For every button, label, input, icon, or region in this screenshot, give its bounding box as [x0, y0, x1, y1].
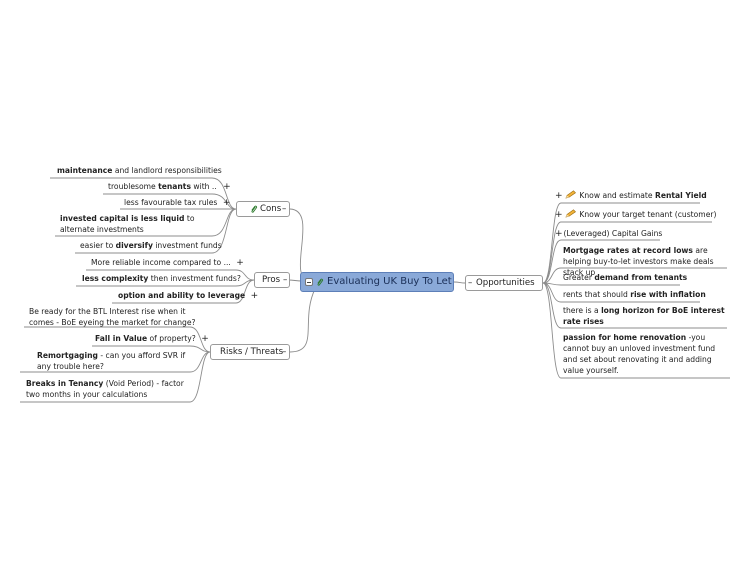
opp-item-rents-inflation[interactable]: rents that should rise with inflation — [563, 290, 706, 299]
risks-item-remortgaging[interactable]: Remortgaging - can you afford SVR if any… — [37, 351, 186, 371]
cons-item-tax[interactable]: less favourable tax rules + — [124, 198, 231, 208]
expand-icon[interactable]: + — [201, 334, 209, 344]
topic-pros[interactable]: Pros – — [254, 272, 290, 288]
cons-item-maintenance[interactable]: maintenance and landlord responsibilitie… — [57, 166, 222, 175]
topic-cons-label: Cons — [260, 204, 282, 214]
expand-icon[interactable]: + — [555, 191, 563, 201]
pros-item-leverage[interactable]: option and ability to leverage + — [118, 291, 259, 301]
collapse-icon[interactable] — [305, 278, 313, 286]
expand-icon[interactable]: + — [555, 229, 563, 239]
opp-item-mortgage-rates[interactable]: Mortgage rates at record lows are helpin… — [563, 246, 714, 277]
topic-cons[interactable]: Cons – — [236, 201, 290, 217]
expand-icon[interactable]: + — [555, 210, 563, 220]
risks-item-interest-rise[interactable]: Be ready for the BTL Interest rise when … — [29, 307, 196, 327]
expand-icon[interactable]: + — [250, 291, 259, 301]
risks-item-void-period[interactable]: Breaks in Tenancy (Void Period) - factor… — [26, 379, 184, 399]
risks-item-fall-in-value[interactable]: Fall in Value of property? + — [95, 334, 209, 344]
topic-opportunities-label: Opportunities — [476, 278, 535, 288]
collapse-icon[interactable]: – — [282, 347, 287, 357]
opp-item-target-tenant[interactable]: + Know your target tenant (customer) — [555, 209, 717, 220]
topic-risks-label: Risks / Threats — [220, 347, 284, 357]
pencil-icon — [565, 209, 576, 218]
opp-item-tenant-demand[interactable]: Greater demand from tenants — [563, 273, 688, 282]
pros-item-reliable-income[interactable]: More reliable income compared to ... + — [91, 258, 244, 268]
topic-risks-threats[interactable]: Risks / Threats – — [210, 344, 290, 360]
central-topic-title: Evaluating UK Buy To Let — [327, 276, 452, 287]
paperclip-icon — [251, 205, 258, 213]
collapse-icon[interactable]: – — [468, 278, 473, 288]
topic-opportunities[interactable]: – Opportunities — [465, 275, 543, 291]
topic-pros-label: Pros — [262, 275, 281, 285]
opp-item-capital-gains[interactable]: +(Leveraged) Capital Gains — [555, 229, 663, 239]
opp-item-renovation[interactable]: passion for home renovation -you cannot … — [563, 333, 716, 375]
expand-icon[interactable]: + — [236, 258, 244, 268]
opp-item-rental-yield[interactable]: + Know and estimate Rental Yield — [555, 190, 707, 201]
expand-icon[interactable]: + — [222, 198, 231, 208]
cons-item-tenants[interactable]: troublesome tenants with .. + — [108, 182, 231, 192]
expand-icon[interactable]: + — [223, 182, 231, 192]
collapse-icon[interactable]: – — [282, 204, 287, 214]
cons-item-diversify[interactable]: easier to diversify investment funds — [80, 241, 222, 250]
opp-item-horizon[interactable]: there is a long horizon for BoE interest… — [563, 306, 725, 326]
collapse-icon[interactable]: – — [283, 275, 288, 285]
pros-item-complexity[interactable]: less complexity then investment funds? — [82, 274, 241, 283]
paperclip-icon — [317, 278, 324, 286]
pencil-icon — [565, 190, 576, 199]
cons-item-liquidity[interactable]: invested capital is less liquid to alter… — [60, 214, 195, 234]
central-topic[interactable]: Evaluating UK Buy To Let — [300, 272, 454, 292]
